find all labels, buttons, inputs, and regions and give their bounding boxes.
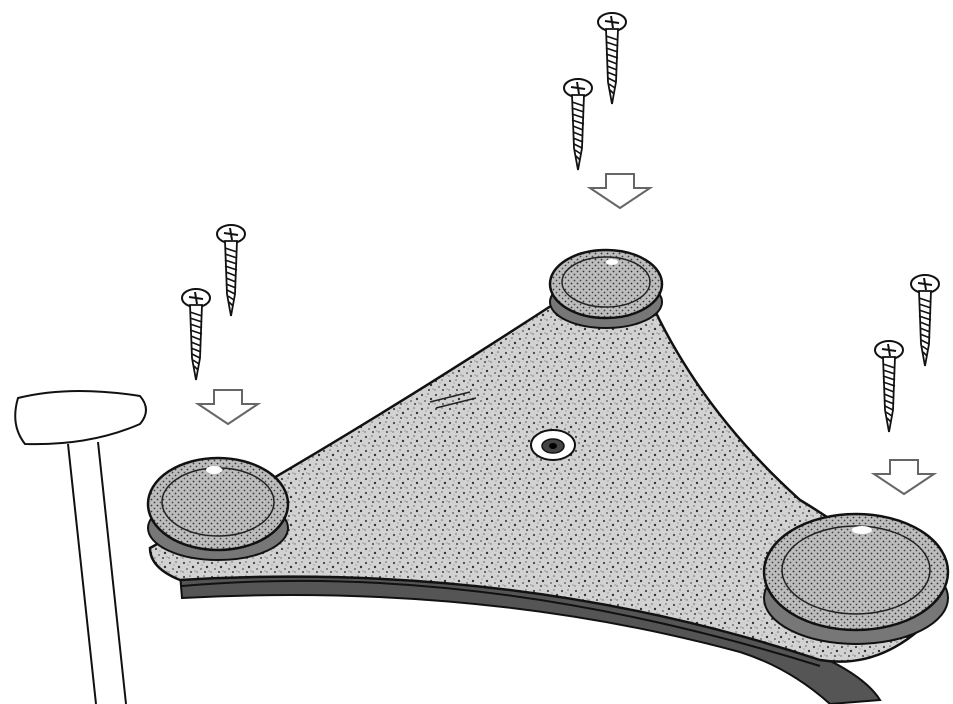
pad-right <box>764 514 948 644</box>
down-arrow-right <box>874 460 934 494</box>
screw-center-back <box>598 13 626 104</box>
pad-top <box>550 250 662 328</box>
screw-right-back <box>911 275 939 366</box>
screw-right-front <box>875 341 903 432</box>
down-arrow-center <box>590 174 650 208</box>
screw-center-front <box>564 79 592 170</box>
table-stand <box>15 391 146 704</box>
down-arrow-left <box>198 390 258 424</box>
pad-left <box>148 458 288 560</box>
screw-left-back <box>217 225 245 316</box>
center-hole <box>531 430 575 460</box>
screw-left-front <box>182 289 210 380</box>
